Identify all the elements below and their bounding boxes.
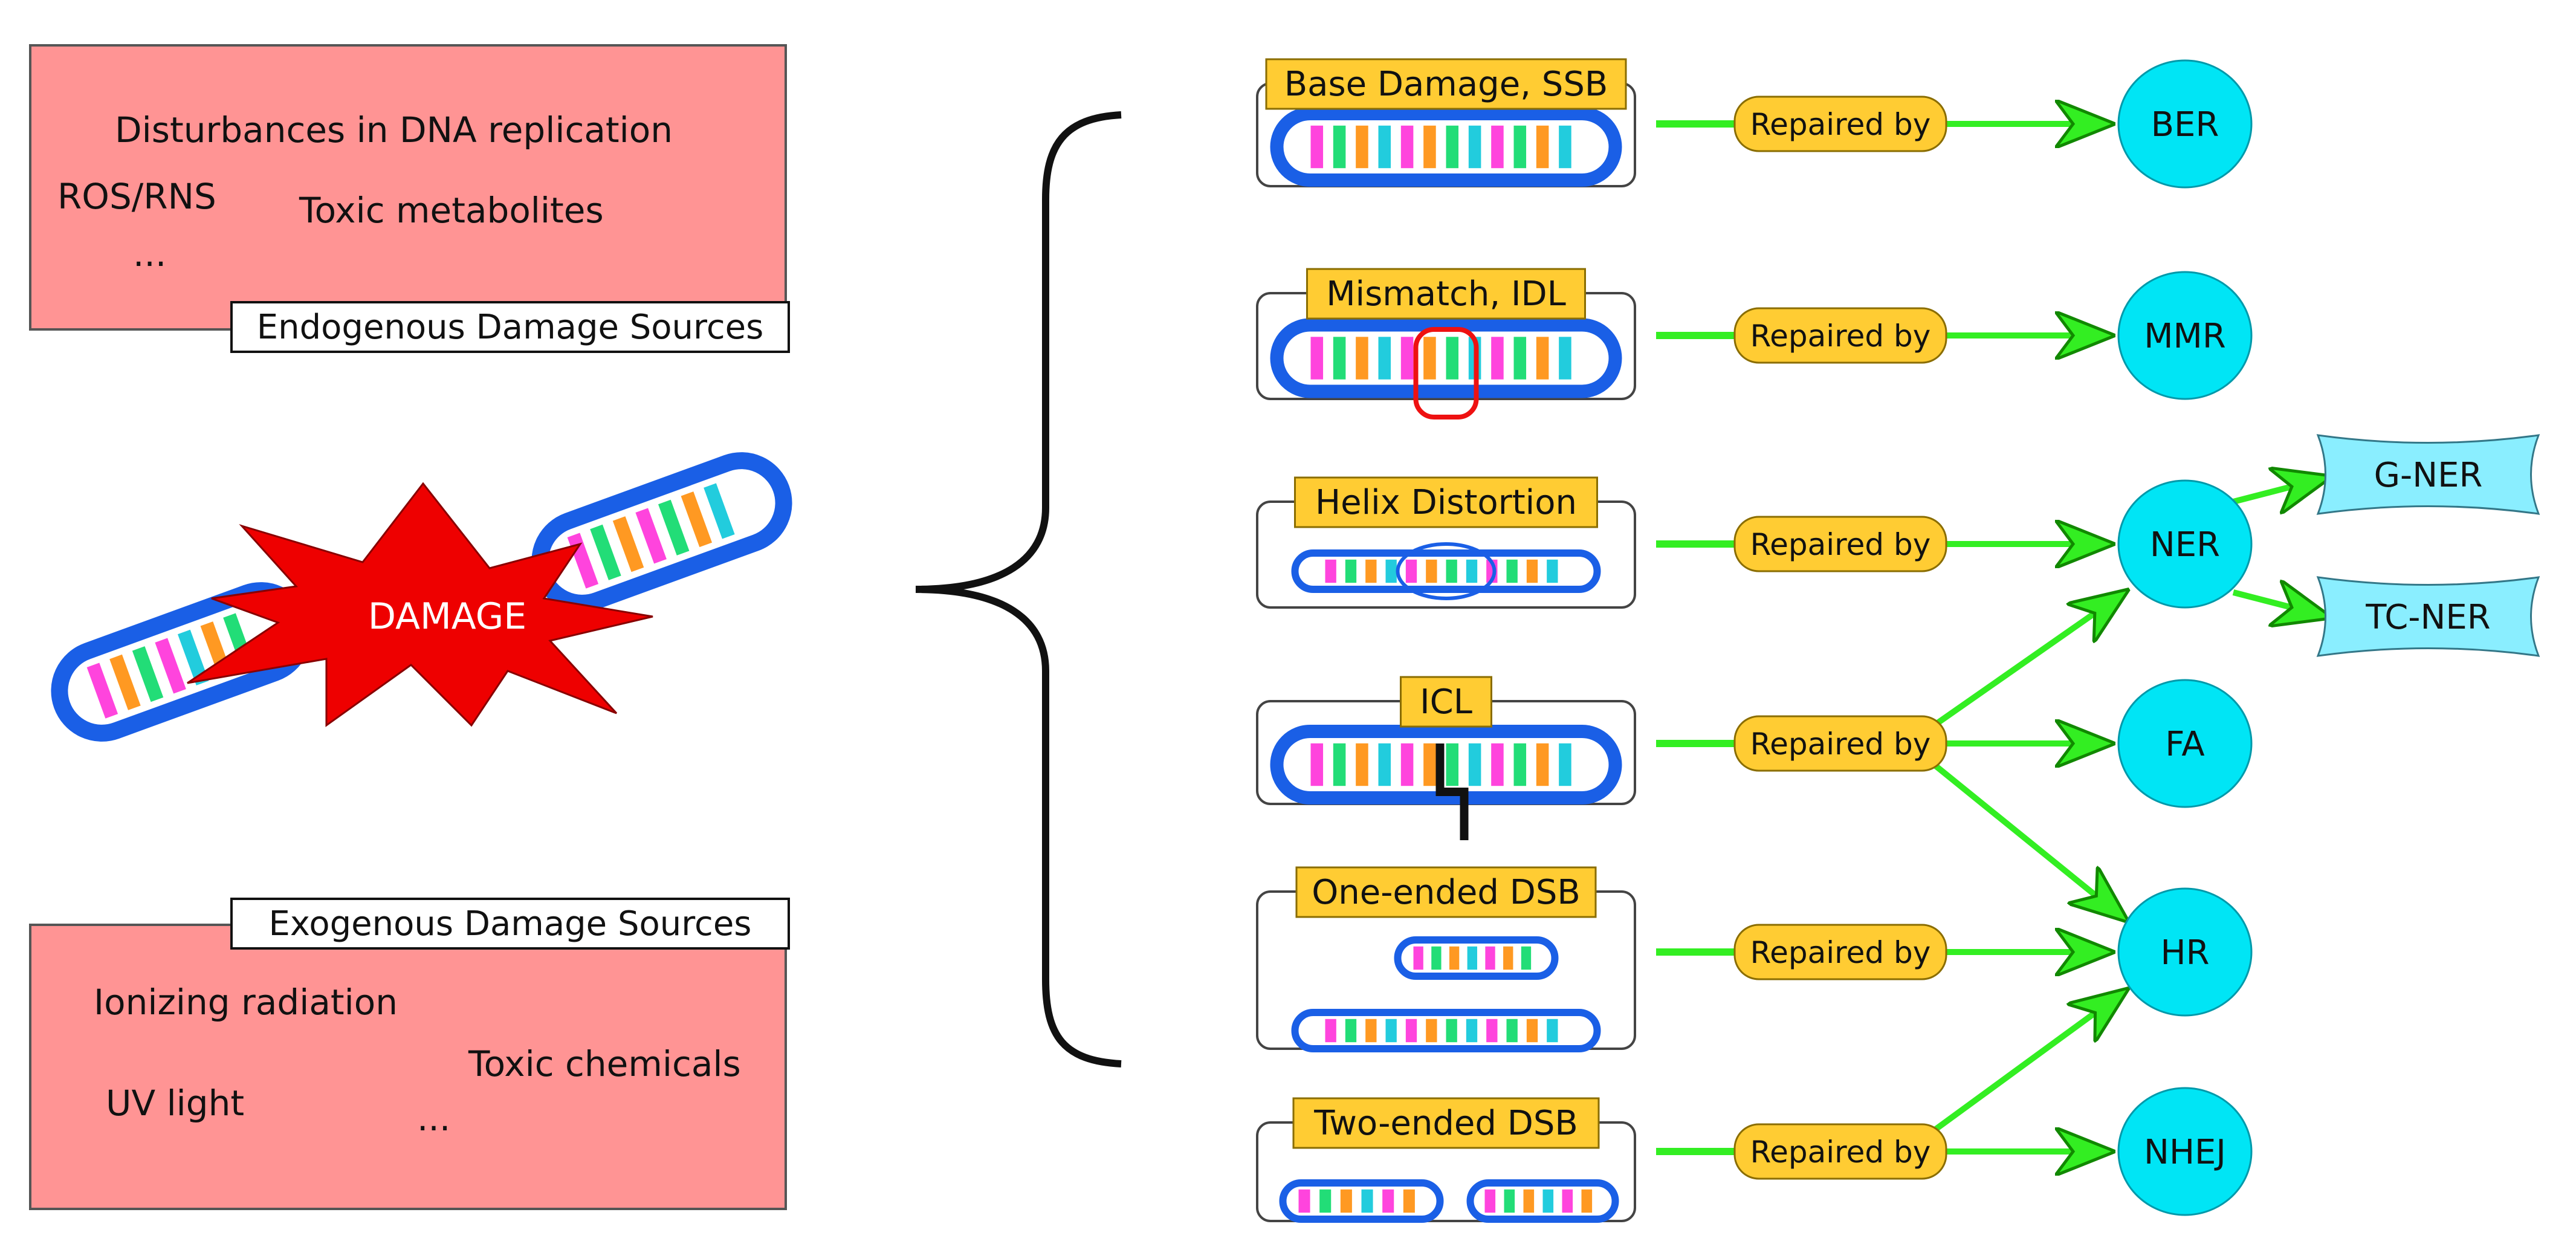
ner-subpathways: G-NER TC-NER xyxy=(2316,434,2540,657)
repaired-by-connector: Repaired by xyxy=(1733,715,1947,772)
svg-text:NER: NER xyxy=(2150,525,2220,565)
endogenous-item-ellipsis: ... xyxy=(133,233,166,274)
subpathway-banner: G-NER xyxy=(2316,434,2540,515)
exogenous-item-chemicals: Toxic chemicals xyxy=(468,1043,741,1084)
arrow-ner-to-tcner xyxy=(2232,592,2327,617)
damage-type-label: Mismatch, IDL xyxy=(1326,274,1566,314)
damage-type-item: Two-ended DSB xyxy=(1256,1097,1636,1223)
svg-text:G-NER: G-NER xyxy=(2374,456,2483,495)
repaired-by-connector: Repaired by xyxy=(1733,924,1947,980)
curly-brace xyxy=(915,111,1122,1067)
endogenous-sources-box: Disturbances in DNA replication ROS/RNS … xyxy=(29,44,790,353)
pathway-circle: FA xyxy=(2117,679,2253,808)
subpathway-banner: TC-NER xyxy=(2316,576,2540,657)
damage-type-label: Helix Distortion xyxy=(1315,483,1577,522)
exogenous-title: Exogenous Damage Sources xyxy=(269,904,752,944)
svg-text:Repaired by: Repaired by xyxy=(1750,319,1931,354)
exogenous-sources-box: Exogenous Damage Sources Ionizing radiat… xyxy=(29,898,790,1210)
pathway-circle: NER xyxy=(2117,479,2253,609)
svg-text:Repaired by: Repaired by xyxy=(1750,107,1931,142)
pathway-circle: BER xyxy=(2117,59,2253,189)
svg-text:Repaired by: Repaired by xyxy=(1750,935,1931,970)
endogenous-item-metabolites: Toxic metabolites xyxy=(299,190,604,231)
damage-type-item: Base Damage, SSB xyxy=(1256,58,1636,187)
arrow-ner-to-gner xyxy=(2232,478,2327,502)
svg-text:FA: FA xyxy=(2165,725,2204,764)
damage-type-list: Base Damage, SSB Mismatch, IDL Helix Disto… xyxy=(1256,58,1636,1223)
damage-type-item: One-ended DSB xyxy=(1256,866,1636,1052)
svg-text:HR: HR xyxy=(2160,933,2209,973)
repaired-by-connector: Repaired by xyxy=(1733,96,1947,152)
exogenous-item-ellipsis: ... xyxy=(417,1098,450,1139)
endogenous-title: Endogenous Damage Sources xyxy=(257,308,764,347)
endogenous-item-replication: Disturbances in DNA replication xyxy=(115,109,673,151)
exogenous-item-uv: UV light xyxy=(106,1083,244,1124)
arrow-icl-to-ner xyxy=(1932,592,2125,728)
svg-text:MMR: MMR xyxy=(2144,317,2226,356)
damage-type-label: Base Damage, SSB xyxy=(1284,65,1608,104)
svg-text:Repaired by: Repaired by xyxy=(1750,1135,1931,1170)
arrow-two-ended-to-hr xyxy=(1932,991,2125,1133)
damage-type-item: ICL xyxy=(1256,676,1636,840)
svg-text:BER: BER xyxy=(2151,105,2219,144)
damage-type-item: Helix Distortion xyxy=(1256,476,1636,609)
repaired-by-connectors: Repaired by Repaired by Repaired by Repaire… xyxy=(1733,96,1947,1180)
repaired-by-connector: Repaired by xyxy=(1733,1123,1947,1180)
pathway-circle: NHEJ xyxy=(2117,1087,2253,1216)
svg-text:NHEJ: NHEJ xyxy=(2144,1133,2226,1172)
damage-star xyxy=(187,482,653,727)
damage-type-item: Mismatch, IDL xyxy=(1256,268,1636,419)
pathway-circle: HR xyxy=(2117,887,2253,1017)
damaged-dna-illustration: DAMAGE xyxy=(51,452,792,742)
svg-text:TC-NER: TC-NER xyxy=(2365,598,2490,637)
repair-pathways: BER MMR NER FA HR NHEJ xyxy=(2117,59,2253,1216)
arrow-icl-to-hr xyxy=(1932,762,2125,919)
damage-label: DAMAGE xyxy=(368,595,526,638)
endogenous-item-ros: ROS/RNS xyxy=(57,176,216,217)
svg-text:Repaired by: Repaired by xyxy=(1750,727,1931,762)
damage-type-label: One-ended DSB xyxy=(1312,873,1581,912)
repaired-by-connector: Repaired by xyxy=(1733,307,1947,364)
svg-text:Repaired by: Repaired by xyxy=(1750,527,1931,562)
damage-type-label: Two-ended DSB xyxy=(1313,1104,1578,1143)
damage-type-label: ICL xyxy=(1420,682,1472,722)
repaired-by-connector: Repaired by xyxy=(1733,516,1947,572)
repair-arrows xyxy=(1656,124,2327,1151)
exogenous-item-ionizing: Ionizing radiation xyxy=(94,982,398,1023)
pathway-circle: MMR xyxy=(2117,271,2253,400)
